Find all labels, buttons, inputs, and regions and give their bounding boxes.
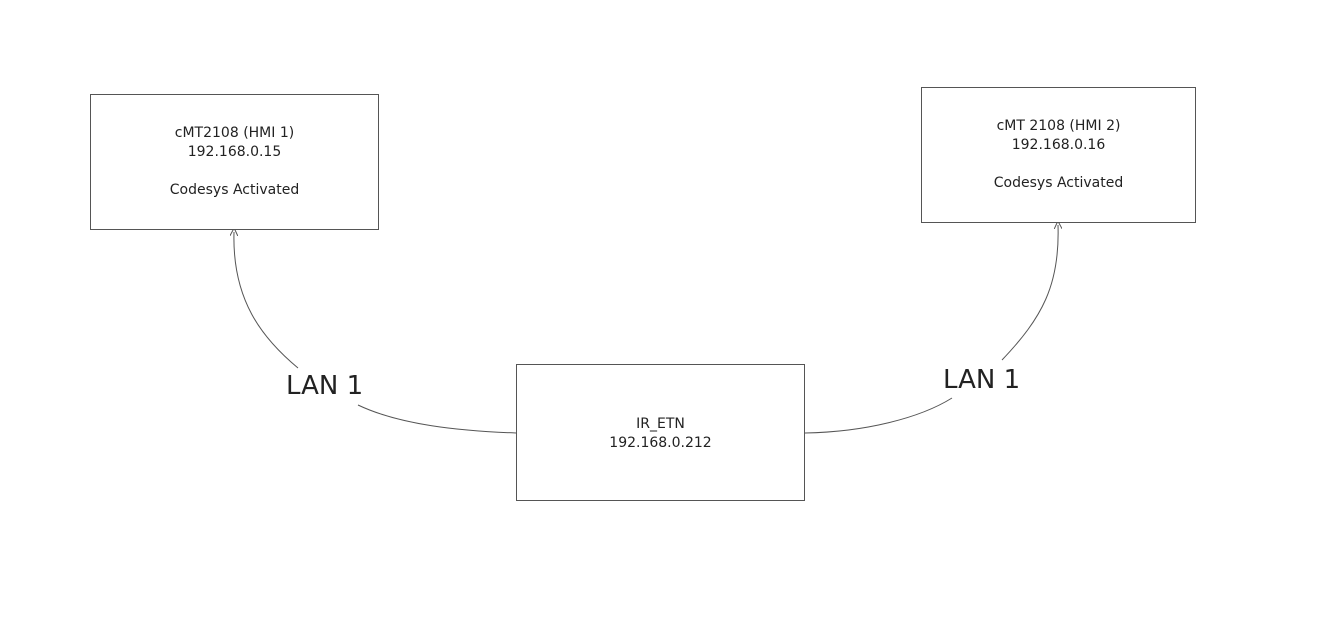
connector-irtn-to-hmi2-upper [1001,225,1058,361]
node-ir-etn-ip: 192.168.0.212 [609,435,712,451]
node-ir-etn-title: IR_ETN [636,416,685,432]
connector-irtn-to-hmi1-upper [234,232,299,369]
node-hmi-1-title: cMT2108 (HMI 1) [174,125,295,141]
edge-label-lan-left: LAN 1 [286,371,364,401]
node-hmi-1-ip: 192.168.0.15 [187,144,282,160]
node-hmi-2[interactable]: cMT 2108 (HMI 2) 192.168.0.16 Codesys Ac… [921,87,1196,223]
node-ir-etn[interactable]: IR_ETN 192.168.0.212 [516,364,805,501]
node-hmi-2-title: cMT 2108 (HMI 2) [996,118,1121,134]
node-hmi-2-spacer [922,155,1195,174]
connector-irtn-to-hmi2-lower [804,397,953,434]
node-hmi-1-status: Codesys Activated [169,182,300,198]
node-hmi-2-ip: 192.168.0.16 [1011,137,1106,153]
node-hmi-2-status: Codesys Activated [993,175,1124,191]
connector-irtn-to-hmi1-lower [357,404,517,434]
node-hmi-1-spacer [91,162,378,181]
node-hmi-1[interactable]: cMT2108 (HMI 1) 192.168.0.15 Codesys Act… [90,94,379,230]
edge-label-lan-right: LAN 1 [943,365,1021,395]
